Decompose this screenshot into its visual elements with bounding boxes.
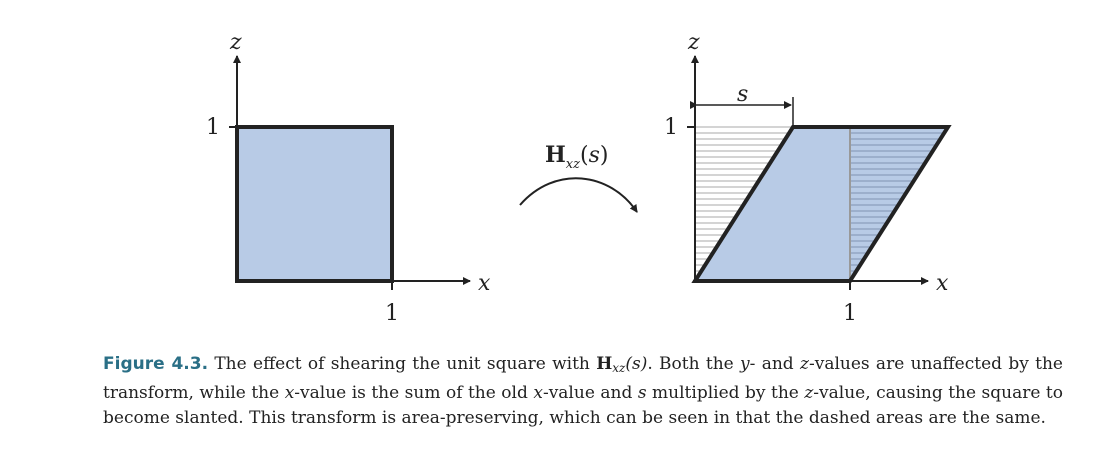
transform-matrix-letter: H [545, 142, 566, 168]
hatched-region-left [695, 126, 793, 278]
transform-subscript: xz [566, 157, 580, 172]
left-z-axis-label: z [229, 30, 242, 55]
caption-var: s [637, 383, 647, 403]
caption-var: z [800, 354, 809, 374]
caption-text: -values are unaffected by the transform,… [103, 354, 1063, 403]
caption-text: . Both the [647, 354, 741, 374]
shear-label: s [737, 82, 748, 107]
right-x-axis-label: x [936, 271, 949, 296]
caption-var: z [804, 383, 814, 403]
left-z-tick-label: 1 [206, 115, 220, 140]
caption-text: -value, causing the square to become sla… [103, 383, 1063, 428]
left-diagram: z x 1 1 [206, 30, 491, 326]
right-diagram: s z x 1 1 [664, 30, 952, 326]
caption-var: x [284, 383, 295, 403]
transform-argument: s [589, 143, 600, 168]
left-x-axis-label: x [478, 271, 491, 296]
figure-caption: Figure 4.3. The effect of shearing the u… [103, 352, 1063, 431]
transform-label: Hxz(s) [545, 142, 608, 172]
caption-label: Figure 4.3. [103, 354, 209, 374]
caption-var: x [533, 383, 543, 403]
caption-var: y [740, 354, 750, 374]
caption-matrix-arg: (s) [625, 354, 648, 374]
right-z-tick-label: 1 [664, 115, 678, 140]
caption-matrix: H [596, 354, 613, 374]
right-x-tick-label: 1 [843, 301, 857, 326]
unit-square [235, 125, 394, 283]
caption-text: -value is the sum of the old [294, 383, 534, 403]
shear-figure: z x 1 1 Hxz(s) s z x 1 1 [206, 30, 952, 326]
caption-text: The effect of shearing the unit square w… [208, 354, 597, 374]
transform-indicator: Hxz(s) [519, 142, 638, 213]
right-z-axis-label: z [687, 30, 700, 55]
caption-matrix-sub: xz [612, 361, 626, 375]
sheared-parallelogram [695, 127, 948, 281]
curved-arrow [519, 177, 638, 213]
caption-text: - and [749, 354, 800, 374]
caption-text: -value and [542, 383, 638, 403]
left-x-tick-label: 1 [385, 301, 399, 326]
caption-text: multiplied by the [646, 383, 805, 403]
